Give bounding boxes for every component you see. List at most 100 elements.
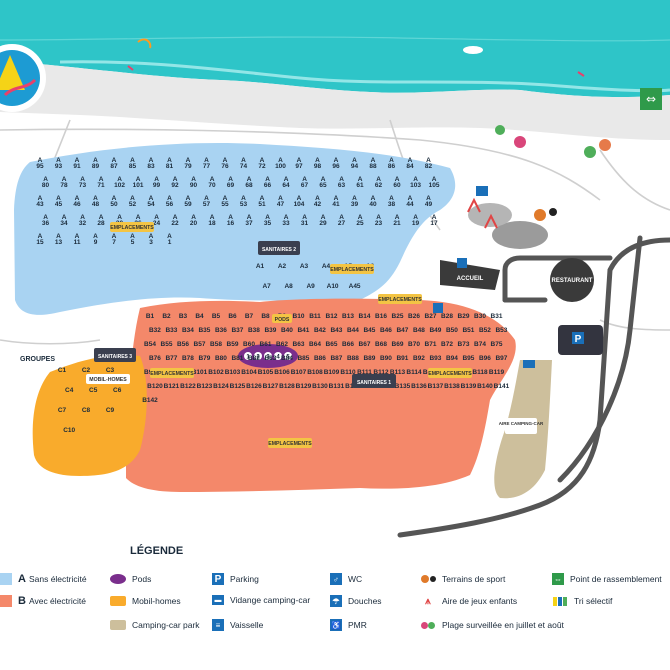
site-b[interactable]: B95 — [462, 355, 474, 362]
site-a[interactable]: A9 — [306, 283, 315, 290]
pod-site[interactable] — [254, 352, 262, 360]
site-mobil-home[interactable]: C5 — [89, 387, 98, 394]
site-b[interactable]: B5 — [212, 313, 221, 320]
site-b[interactable]: B35 — [198, 327, 210, 334]
site-b[interactable]: B137 — [428, 383, 444, 390]
site-b[interactable]: B112 — [373, 369, 389, 376]
site-b[interactable]: B68 — [375, 341, 387, 348]
site-b[interactable]: B52 — [479, 327, 491, 334]
site-b[interactable]: B81 — [231, 355, 243, 362]
site-b[interactable]: B121 — [164, 383, 180, 390]
site-b[interactable]: B135 — [395, 383, 411, 390]
site-b[interactable]: B85 — [297, 355, 309, 362]
site-b[interactable]: B4 — [195, 313, 204, 320]
site-b[interactable]: B12 — [326, 313, 338, 320]
site-b[interactable]: B123 — [197, 383, 213, 390]
site-mobil-home[interactable]: C7 — [58, 407, 67, 414]
site-a[interactable]: A1 — [256, 263, 265, 270]
site-b[interactable]: B44 — [347, 327, 359, 334]
site-b[interactable]: B10 — [293, 313, 305, 320]
site-b[interactable]: B73 — [458, 341, 470, 348]
site-b[interactable]: B140 — [477, 383, 493, 390]
pod-site[interactable] — [274, 352, 282, 360]
site-b[interactable]: B119 — [489, 369, 505, 376]
site-b[interactable]: B42 — [314, 327, 326, 334]
site-mobil-home[interactable]: C10 — [63, 427, 75, 434]
site-b[interactable]: B88 — [347, 355, 359, 362]
site-mobil-home[interactable]: C6 — [113, 387, 122, 394]
site-b[interactable]: B8 — [261, 313, 270, 320]
site-b[interactable]: B101 — [192, 369, 208, 376]
site-b[interactable]: B131 — [329, 383, 345, 390]
site-b[interactable]: B66 — [342, 341, 354, 348]
site-b[interactable]: B138 — [444, 383, 460, 390]
site-b[interactable]: B60 — [243, 341, 255, 348]
site-b[interactable]: B125 — [230, 383, 246, 390]
site-b[interactable]: B33 — [165, 327, 177, 334]
site-b[interactable]: B38 — [248, 327, 260, 334]
site-b[interactable]: B103 — [225, 369, 241, 376]
site-b[interactable]: B82 — [248, 355, 260, 362]
site-b[interactable]: B67 — [359, 341, 371, 348]
site-b[interactable]: B108 — [307, 369, 323, 376]
site-b[interactable]: B94 — [446, 355, 458, 362]
site-b[interactable]: B31 — [491, 313, 503, 320]
site-b[interactable]: B61 — [260, 341, 272, 348]
site-b[interactable]: B75 — [491, 341, 503, 348]
site-b[interactable]: B102 — [208, 369, 224, 376]
site-b[interactable]: B87 — [330, 355, 342, 362]
site-b[interactable]: B78 — [182, 355, 194, 362]
site-b[interactable]: B50 — [446, 327, 458, 334]
site-a[interactable]: A3 — [300, 263, 309, 270]
site-b[interactable]: B49 — [429, 327, 441, 334]
site-b[interactable]: B37 — [231, 327, 243, 334]
site-b[interactable]: B69 — [392, 341, 404, 348]
pod-site[interactable] — [244, 352, 252, 360]
site-b[interactable]: B7 — [245, 313, 254, 320]
